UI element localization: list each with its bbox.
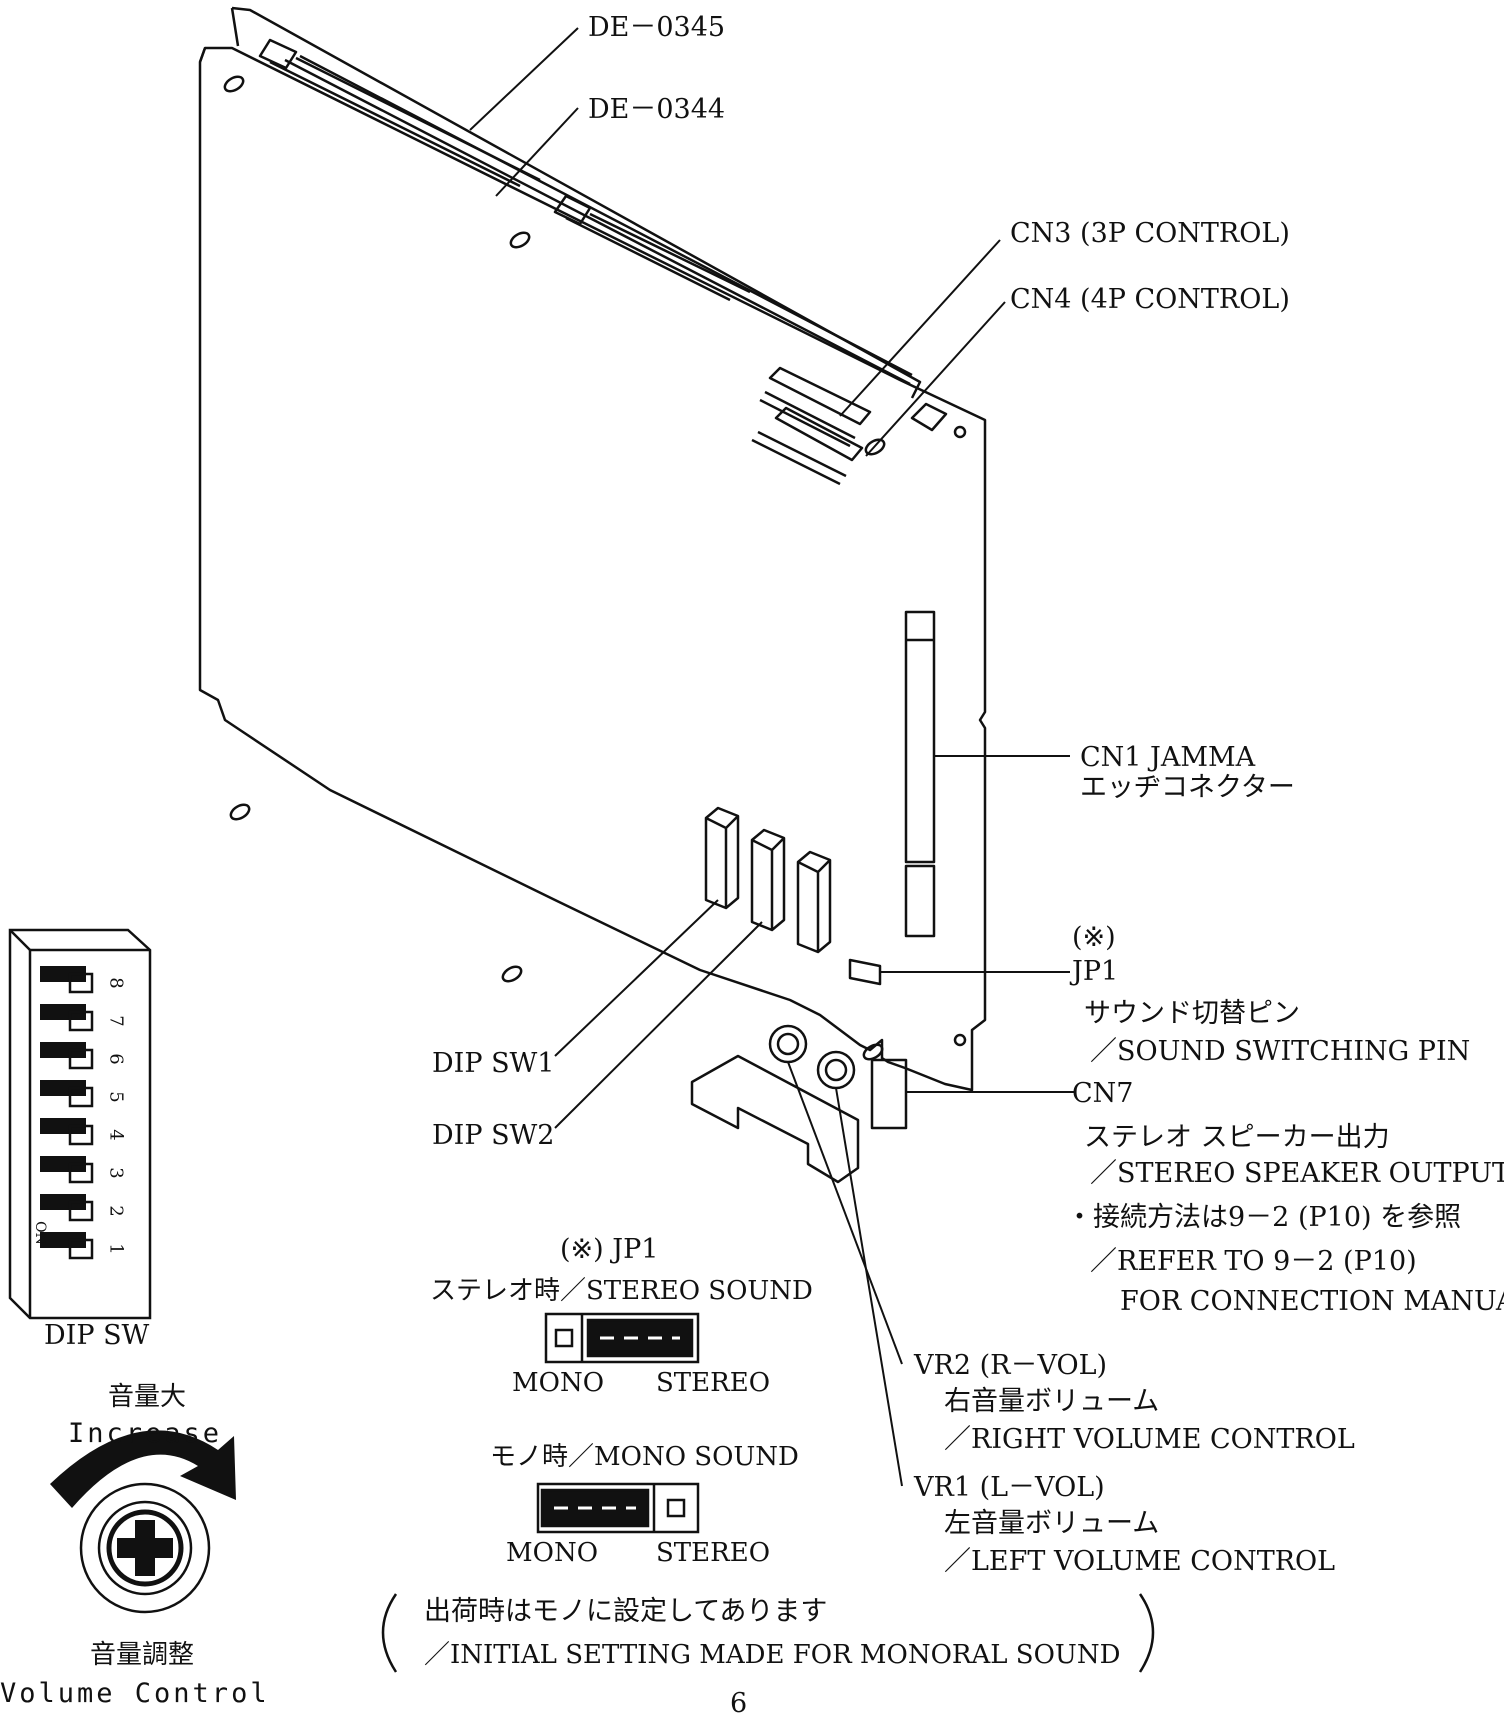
label-vr1: VR1 (L－VOL) xyxy=(914,1472,1105,1503)
label-vr1-en: ／LEFT VOLUME CONTROL xyxy=(944,1546,1336,1577)
jp1-jumper xyxy=(848,958,882,986)
label-de0344: DE－0344 xyxy=(588,94,726,125)
mounting-hole xyxy=(501,965,523,983)
jp1-stereo-diagram xyxy=(544,1312,700,1364)
plus-screw-icon xyxy=(117,1520,173,1576)
jp1-mono-caption: モノ時／MONO SOUND xyxy=(490,1442,799,1472)
dip-switch-number-8: 8 xyxy=(105,977,127,989)
label-cn7-jp: ステレオ スピーカー出力 xyxy=(1084,1122,1390,1153)
label-vr1-jp: 左音量ボリューム xyxy=(944,1508,1160,1539)
note-bracket-right xyxy=(1138,1593,1155,1673)
label-dip-sw2: DIP SW2 xyxy=(432,1120,555,1151)
label-cn3: CN3 (3P CONTROL) xyxy=(1010,218,1290,249)
dip-switch-number-5: 5 xyxy=(105,1091,127,1103)
dip-switch-number-1: 1 xyxy=(105,1243,127,1255)
note-bracket-left xyxy=(381,1593,398,1673)
dip-switch-on-label: ON xyxy=(31,1221,48,1245)
dip-switch-number-3: 3 xyxy=(105,1167,127,1179)
increase-arrow-icon xyxy=(50,1430,236,1508)
label-de0345: DE－0345 xyxy=(588,12,726,43)
label-vr2-jp: 右音量ボリューム xyxy=(944,1386,1160,1417)
label-connection-jp: ・接続方法は9－2 (P10) を参照 xyxy=(1066,1202,1462,1233)
jp1-detail-title: (※) JP1 xyxy=(560,1234,659,1265)
dip-switch-number-6: 6 xyxy=(105,1053,127,1065)
initial-setting-note-jp: 出荷時はモノに設定してあります xyxy=(424,1596,828,1627)
label-jp1-mark: (※) xyxy=(1072,922,1116,953)
dip-sw3-block xyxy=(796,850,832,954)
volume-increase-en: Increase xyxy=(68,1418,223,1449)
dip-switch-number-7: 7 xyxy=(105,1015,127,1027)
mounting-hole xyxy=(509,231,531,249)
dip-switch-number-2: 2 xyxy=(105,1205,127,1217)
volume-adjust-jp: 音量調整 xyxy=(90,1640,195,1670)
label-jp1: JP1 xyxy=(1072,956,1119,987)
mounting-hole xyxy=(862,1043,884,1061)
initial-setting-note-en: ／INITIAL SETTING MADE FOR MONORAL SOUND xyxy=(424,1640,1121,1670)
mounting-hole xyxy=(223,75,245,93)
label-jp1-jp: サウンド切替ピン xyxy=(1084,998,1300,1029)
cn3-header xyxy=(759,366,872,448)
label-vr2: VR2 (R－VOL) xyxy=(914,1350,1108,1381)
board-de0344 xyxy=(198,46,987,1092)
page-number: 6 xyxy=(730,1688,748,1719)
label-jp1-en: ／SOUND SWITCHING PIN xyxy=(1090,1036,1471,1067)
board-de0345 xyxy=(230,6,922,399)
screw-hole xyxy=(953,425,967,439)
volume-knob-diagram xyxy=(50,1430,236,1614)
vr2-pot xyxy=(816,1050,856,1090)
label-cn4: CN4 (4P CONTROL) xyxy=(1010,284,1290,315)
jp1-stereo-caption: ステレオ時／STEREO SOUND xyxy=(430,1276,813,1306)
cn4-header xyxy=(751,406,864,486)
label-cn7-en: ／STEREO SPEAKER OUTPUT xyxy=(1090,1158,1504,1189)
jp1-mono-diagram xyxy=(536,1482,700,1534)
connector-top-2 xyxy=(553,194,751,302)
volume-adjust-en: Volume Control xyxy=(0,1678,270,1709)
dip-sw2-block xyxy=(750,828,786,932)
cn7-connector xyxy=(870,1058,908,1130)
dip-switch-number-4: 4 xyxy=(105,1129,127,1141)
leader-lines xyxy=(469,27,1075,1487)
jp1-stereo-mono-label: MONO xyxy=(512,1368,605,1398)
mounting-bracket xyxy=(690,1054,860,1184)
label-connection-en2: FOR CONNECTION MANUAL xyxy=(1120,1286,1504,1317)
dip-switch-caption: DIP SW xyxy=(44,1320,150,1351)
dip-switch-detail xyxy=(8,928,152,1320)
vr1-pot xyxy=(768,1024,808,1064)
label-vr2-en: ／RIGHT VOLUME CONTROL xyxy=(944,1424,1355,1455)
mounting-hole xyxy=(864,438,886,456)
label-connection-en1: ／REFER TO 9－2 (P10) xyxy=(1090,1246,1417,1277)
label-cn1: CN1 JAMMA xyxy=(1080,742,1256,773)
label-cn7: CN7 xyxy=(1072,1078,1134,1109)
jp1-stereo-stereo-label: STEREO xyxy=(656,1368,771,1398)
label-cn1-sub: エッヂコネクター xyxy=(1080,772,1295,803)
screw-hole xyxy=(953,1033,967,1047)
label-dip-sw1: DIP SW1 xyxy=(432,1048,555,1079)
cn1-edge-connector xyxy=(904,610,936,938)
connector-top-1 xyxy=(258,38,541,188)
jp1-mono-mono-label: MONO xyxy=(506,1538,599,1568)
jp1-mono-stereo-label: STEREO xyxy=(656,1538,771,1568)
dip-sw1-block xyxy=(704,806,740,910)
mounting-hole xyxy=(229,803,251,821)
volume-increase-jp: 音量大 xyxy=(108,1382,187,1412)
